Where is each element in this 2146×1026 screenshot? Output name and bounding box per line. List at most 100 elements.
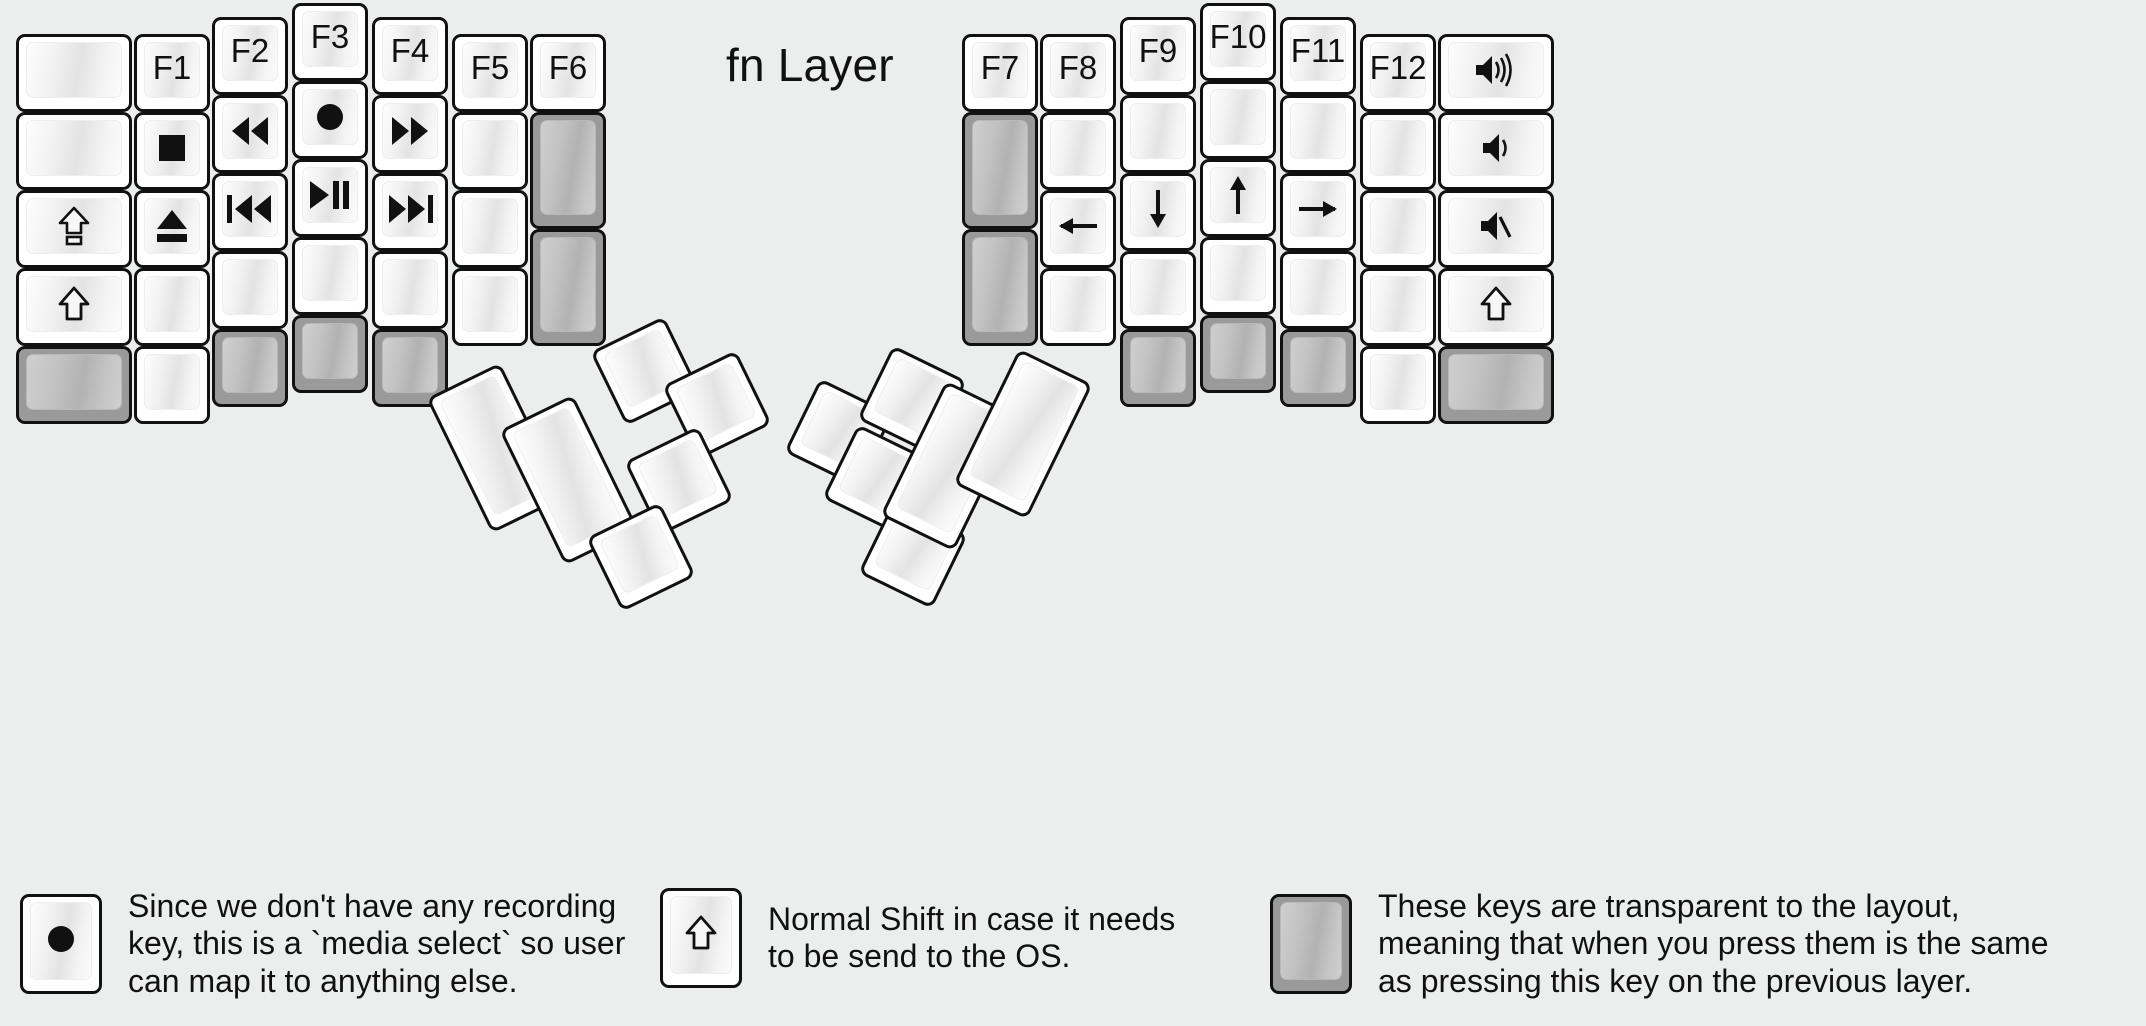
keycap-surface [1210, 245, 1266, 301]
key-left-ring-3[interactable] [212, 173, 288, 251]
key-left-index-inner-4[interactable] [452, 268, 528, 346]
key-right-outer-2[interactable] [1438, 112, 1554, 190]
keycap-surface [540, 42, 596, 98]
key-left-index-4[interactable] [372, 251, 448, 329]
key-left-inner-extra-1[interactable]: F6 [530, 34, 606, 112]
key-left-index-2[interactable] [372, 95, 448, 173]
fast-forward-icon [389, 115, 431, 153]
keycap-surface [222, 103, 278, 159]
key-right-ring-3[interactable] [1200, 159, 1276, 237]
key-right-pinky-2[interactable] [1280, 95, 1356, 173]
key-left-index-inner-3[interactable] [452, 190, 528, 268]
key-left-ring-5[interactable] [212, 329, 288, 407]
key-left-index-3[interactable] [372, 173, 448, 251]
key-left-ring-2[interactable] [212, 95, 288, 173]
key-right-index-3[interactable] [1040, 190, 1116, 268]
key-right-outer-4[interactable] [1438, 268, 1554, 346]
keycap-surface [382, 25, 438, 81]
shift-arrow-icon [57, 286, 91, 328]
key-right-middle-5[interactable] [1120, 329, 1196, 407]
key-left-inner-extra-2[interactable] [530, 112, 606, 229]
keycap-surface [540, 120, 596, 215]
key-left-index-inner-2[interactable] [452, 112, 528, 190]
key-left-ring-4[interactable] [212, 251, 288, 329]
key-right-pinky-outer-4[interactable] [1360, 268, 1436, 346]
keycap-surface [26, 120, 122, 176]
key-left-pinky-outer-3[interactable] [16, 190, 132, 268]
keycap-surface [1290, 337, 1346, 393]
key-right-pinky-4[interactable] [1280, 251, 1356, 329]
volume-mute-icon [1479, 209, 1513, 249]
key-left-ring-1[interactable]: F2 [212, 17, 288, 95]
keycap-surface [222, 259, 278, 315]
key-right-index-inner-1[interactable]: F7 [962, 34, 1038, 112]
key-left-middle-3[interactable] [292, 159, 368, 237]
key-left-middle-1[interactable]: F3 [292, 3, 368, 81]
key-right-index-2[interactable] [1040, 112, 1116, 190]
shift-arrow-icon [684, 915, 718, 962]
key-right-ring-2[interactable] [1200, 81, 1276, 159]
key-left-middle-5[interactable] [292, 315, 368, 393]
keycap-surface [540, 237, 596, 332]
key-left-pinky-outer-1[interactable] [16, 34, 132, 112]
rewind-icon [229, 115, 271, 153]
key-right-pinky-5[interactable] [1280, 329, 1356, 407]
keycap-surface [462, 198, 518, 254]
key-right-pinky-1[interactable]: F11 [1280, 17, 1356, 95]
key-left-index-inner-1[interactable]: F5 [452, 34, 528, 112]
arrow-left-icon [1057, 212, 1099, 246]
next-track-icon [386, 193, 434, 231]
keycap-surface [1290, 103, 1346, 159]
key-right-ring-1[interactable]: F10 [1200, 3, 1276, 81]
key-right-ring-4[interactable] [1200, 237, 1276, 315]
legend-key-normal-shift[interactable] [660, 888, 742, 988]
key-left-middle-4[interactable] [292, 237, 368, 315]
key-right-index-inner-2[interactable] [962, 112, 1038, 229]
key-right-middle-4[interactable] [1120, 251, 1196, 329]
key-left-middle-2[interactable] [292, 81, 368, 159]
key-left-pinky-outer-2[interactable] [16, 112, 132, 190]
keycap-surface [1210, 323, 1266, 379]
key-right-index-4[interactable] [1040, 268, 1116, 346]
page-title: fn Layer [726, 39, 894, 91]
legend-key-transparent-keys[interactable] [1270, 894, 1352, 995]
key-left-pinky-5[interactable] [134, 346, 210, 424]
volume-up-icon [1474, 53, 1518, 93]
play-pause-icon [308, 179, 352, 217]
key-left-index-1[interactable]: F4 [372, 17, 448, 95]
legend-key-media-select[interactable] [20, 894, 102, 995]
keycap-surface [1130, 103, 1186, 159]
key-right-index-inner-3[interactable] [962, 229, 1038, 346]
legend-row: Since we don't have any recording key, t… [0, 874, 2146, 1014]
key-right-middle-1[interactable]: F9 [1120, 17, 1196, 95]
key-right-outer-3[interactable] [1438, 190, 1554, 268]
key-left-pinky-2[interactable] [134, 112, 210, 190]
key-left-pinky-outer-4[interactable] [16, 268, 132, 346]
keycap-surface [462, 42, 518, 98]
key-left-inner-extra-3[interactable] [530, 229, 606, 346]
key-left-pinky-3[interactable] [134, 190, 210, 268]
key-left-pinky-4[interactable] [134, 268, 210, 346]
shift-arrow-icon [1479, 286, 1513, 328]
arrow-down-icon [1144, 188, 1172, 236]
key-right-ring-5[interactable] [1200, 315, 1276, 393]
key-right-index-1[interactable]: F8 [1040, 34, 1116, 112]
key-right-pinky-outer-3[interactable] [1360, 190, 1436, 268]
key-right-middle-2[interactable] [1120, 95, 1196, 173]
key-right-pinky-3[interactable] [1280, 173, 1356, 251]
keycap-surface [1130, 259, 1186, 315]
keycap-surface [222, 337, 278, 393]
keycap-surface [972, 42, 1028, 98]
key-right-pinky-outer-5[interactable] [1360, 346, 1436, 424]
key-right-middle-3[interactable] [1120, 173, 1196, 251]
keycap-surface [1290, 25, 1346, 81]
volume-down-icon [1481, 131, 1511, 171]
key-right-pinky-outer-2[interactable] [1360, 112, 1436, 190]
key-right-outer-5[interactable] [1438, 346, 1554, 424]
key-right-pinky-outer-1[interactable]: F12 [1360, 34, 1436, 112]
keycap-surface [382, 103, 438, 159]
key-left-pinky-outer-5[interactable] [16, 346, 132, 424]
key-right-outer-1[interactable] [1438, 34, 1554, 112]
key-left-pinky-1[interactable]: F1 [134, 34, 210, 112]
keycap-surface [1210, 89, 1266, 145]
